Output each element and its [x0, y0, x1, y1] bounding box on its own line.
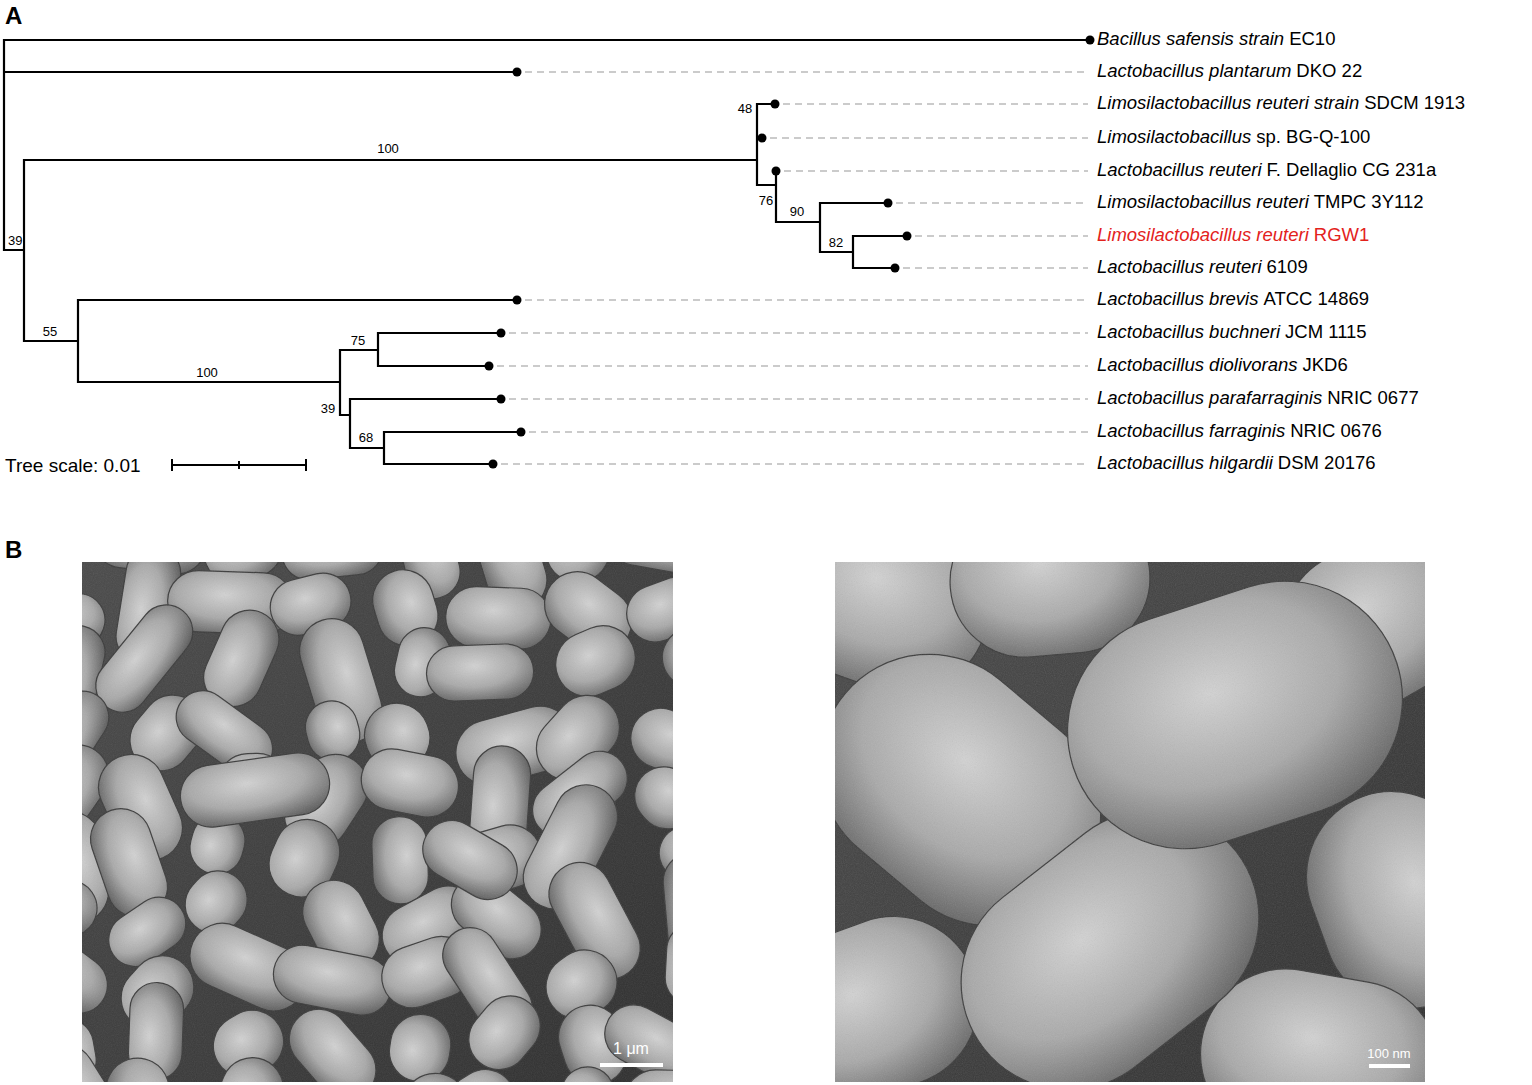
- taxon-name: Lactobacillus diolivorans: [1097, 356, 1298, 375]
- taxon-name: Lactobacillus brevis: [1097, 290, 1258, 309]
- taxon-row: Limosilactobacillus reuteri RGW1: [1097, 226, 1369, 245]
- panel-letter: B: [5, 538, 22, 562]
- bootstrap-value: 48: [737, 102, 753, 115]
- bootstrap-value: 100: [376, 142, 400, 155]
- taxon-row: Lactobacillus reuteri 6109: [1097, 258, 1308, 277]
- taxon-name: Lactobacillus parafarraginis: [1097, 389, 1322, 408]
- strain-id: EC10: [1289, 30, 1335, 49]
- scale-label: 100 nm: [1367, 1047, 1410, 1060]
- taxon-row: Lactobacillus diolivorans JKD6: [1097, 356, 1348, 375]
- strain-id: JCM 1115: [1285, 323, 1367, 342]
- bootstrap-value: 75: [350, 334, 366, 347]
- taxon-name: Lactobacillus reuteri: [1097, 161, 1262, 180]
- taxon-name: Limosilactobacillus reuteri: [1097, 193, 1309, 212]
- taxon-name: Lactobacillus hilgardii: [1097, 454, 1273, 473]
- strain-id: NRIC 0677: [1327, 389, 1419, 408]
- strain-id: NRIC 0676: [1290, 422, 1382, 441]
- bootstrap-value: 100: [195, 366, 219, 379]
- strain-id: JKD6: [1303, 356, 1348, 375]
- bootstrap-value: 82: [828, 236, 844, 249]
- bootstrap-value: 76: [758, 194, 774, 207]
- strain-id: RGW1: [1314, 226, 1370, 245]
- tree-branches: [4, 40, 1090, 464]
- strain-id: sp. BG-Q-100: [1256, 128, 1370, 147]
- strain-id: TMPC 3Y112: [1314, 193, 1424, 212]
- strain-id: ATCC 14869: [1263, 290, 1369, 309]
- sem-image-right: [835, 562, 1425, 1082]
- taxon-row: Lactobacillus farraginis NRIC 0676: [1097, 422, 1382, 441]
- scale-label: 1 μm: [613, 1041, 649, 1057]
- strain-id: DSM 20176: [1278, 454, 1376, 473]
- taxon-row: Lactobacillus reuteri F. Dellaglio CG 231…: [1097, 161, 1436, 180]
- taxon-row: Limosilactobacillus sp. BG-Q-100: [1097, 128, 1370, 147]
- bootstrap-value: 55: [42, 325, 58, 338]
- strain-id: DKO 22: [1296, 62, 1362, 81]
- sem-scale-bar: [600, 1063, 663, 1067]
- bootstrap-value: 68: [358, 431, 374, 444]
- bootstrap-value: 39: [320, 402, 336, 415]
- taxon-name: Limosilactobacillus reuteri strain: [1097, 94, 1359, 113]
- sem-image-left: [82, 562, 673, 1082]
- taxon-row: Limosilactobacillus reuteri strain SDCM 1…: [1097, 94, 1465, 113]
- taxon-name: Bacillus safensis strain: [1097, 30, 1284, 49]
- sem-scale-bar: [1369, 1064, 1410, 1068]
- taxon-name: Lactobacillus plantarum: [1097, 62, 1291, 81]
- taxon-name: Limosilactobacillus reuteri: [1097, 226, 1309, 245]
- taxon-row: Lactobacillus brevis ATCC 14869: [1097, 290, 1369, 309]
- taxon-row: Lactobacillus parafarraginis NRIC 0677: [1097, 389, 1419, 408]
- scale-bar: [172, 459, 306, 471]
- scale-label: Tree scale: 0.01: [5, 456, 141, 475]
- bootstrap-value: 39: [7, 234, 23, 247]
- taxon-name: Lactobacillus farraginis: [1097, 422, 1285, 441]
- leader-dashes: [497, 72, 1088, 464]
- strain-id: F. Dellaglio CG 231a: [1267, 161, 1437, 180]
- taxon-name: Lactobacillus buchneri: [1097, 323, 1280, 342]
- panel-letter: A: [5, 4, 22, 28]
- bootstrap-value: 90: [789, 205, 805, 218]
- taxon-row: Lactobacillus buchneri JCM 1115: [1097, 323, 1367, 342]
- taxon-name: Lactobacillus reuteri: [1097, 258, 1262, 277]
- taxon-row: Limosilactobacillus reuteri TMPC 3Y112: [1097, 193, 1424, 212]
- taxon-row: Lactobacillus hilgardii DSM 20176: [1097, 454, 1376, 473]
- strain-id: 6109: [1267, 258, 1308, 277]
- strain-id: SDCM 1913: [1364, 94, 1465, 113]
- taxon-row: Bacillus safensis strain EC10: [1097, 30, 1335, 49]
- tip-dots: [485, 36, 1095, 469]
- taxon-row: Lactobacillus plantarum DKO 22: [1097, 62, 1362, 81]
- taxon-name: Limosilactobacillus: [1097, 128, 1251, 147]
